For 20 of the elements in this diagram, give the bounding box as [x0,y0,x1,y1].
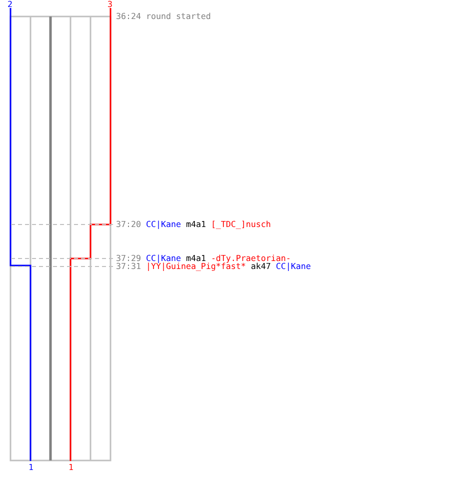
player-name: CC|Kane [146,220,181,228]
player-name: |YY|Guinea_Pig*fast* [146,262,246,270]
weapon-name: ak47 [250,262,271,270]
player-name: CC|Kane [146,254,181,262]
time-label: 37:29 [116,254,141,262]
player-name: -dTy.Praetorian- [210,254,291,262]
player-count: 3 [108,0,112,8]
player-count: 1 [28,463,34,471]
weapon-name: m4a1 [186,220,206,228]
time-label: 37:31 [116,262,141,270]
event-text: 36:24 round started [116,12,211,20]
player-count: 1 [68,463,74,471]
player-name: CC|Kane [276,262,311,270]
player-name: [_TDC_]nusch [210,220,271,228]
player-count: 2 [8,0,12,8]
time-label: 37:20 [116,220,141,228]
guide-line [10,258,114,259]
weapon-name: m4a1 [186,254,206,262]
guide-line [10,266,114,267]
guide-line [10,224,114,225]
